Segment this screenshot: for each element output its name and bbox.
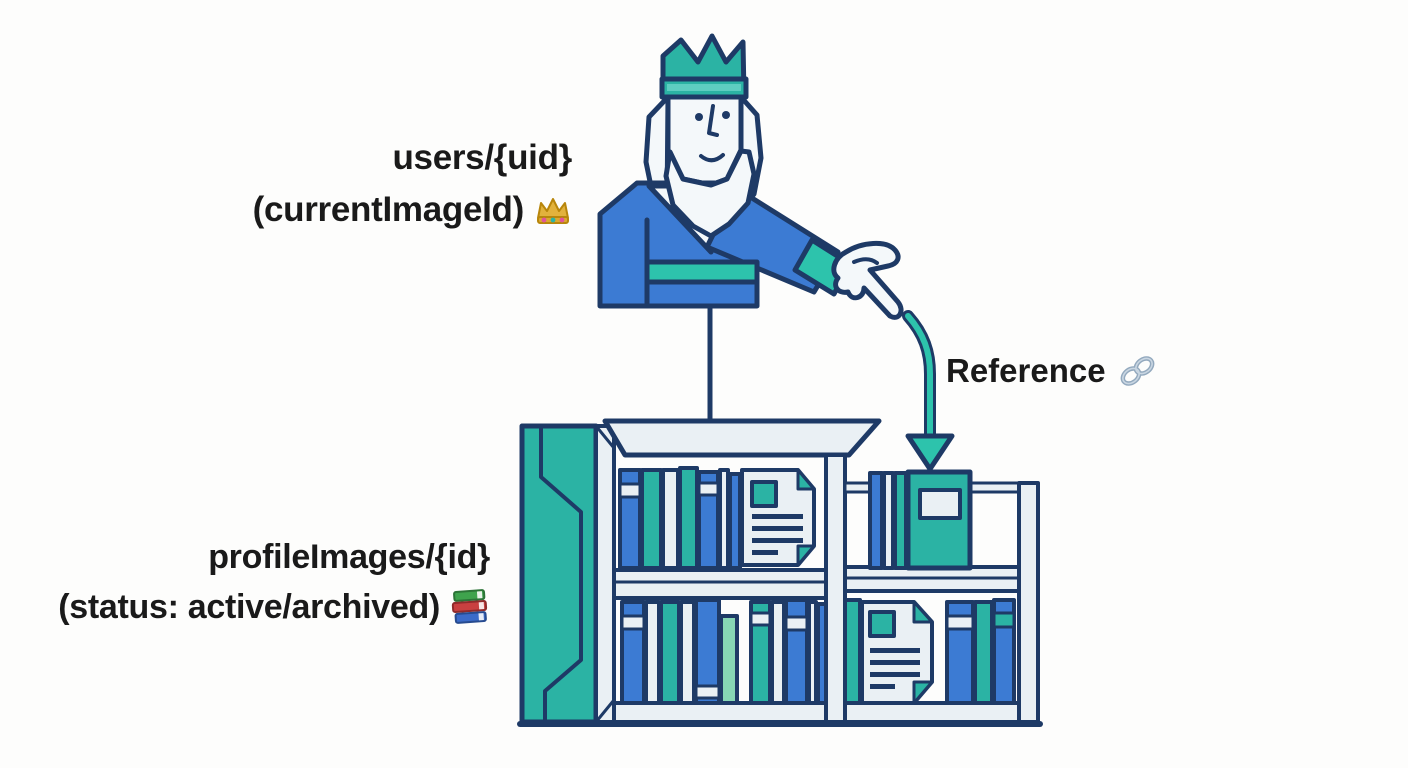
- king-belt: [644, 259, 760, 285]
- book-label-band: [945, 614, 975, 631]
- shelf-bottom-right: [843, 701, 1021, 724]
- reference-arrow: [902, 310, 955, 472]
- reference-text: Reference: [946, 352, 1106, 389]
- king-illustration: [597, 33, 904, 320]
- arrowhead: [905, 433, 955, 472]
- shelf-panel-chevron: [539, 424, 583, 724]
- book-spine: [784, 598, 809, 705]
- book-row-top-right: [868, 469, 973, 571]
- book-spine: [679, 600, 696, 705]
- document-icon: [740, 468, 816, 567]
- shelf-edge-bevels: [594, 424, 616, 724]
- king-eye-left: [695, 113, 703, 121]
- shelf-top-lid: [602, 418, 882, 458]
- document-thumbnail: [868, 610, 896, 638]
- book-label-band: [620, 614, 646, 631]
- book-spine: [770, 600, 786, 705]
- king-nose: [707, 104, 719, 137]
- book-spine: [659, 600, 681, 705]
- profile-images-path-text: profileImages/{id}: [208, 538, 490, 576]
- pointing-hand-icon: [831, 241, 904, 320]
- document-icon: [860, 600, 934, 705]
- book-spine: [868, 471, 884, 570]
- book-spine: [718, 468, 730, 570]
- book-spine: [640, 468, 663, 570]
- users-path-text: users/{uid}: [392, 138, 572, 177]
- profile-images-field-text: (status: active/archived): [58, 588, 440, 627]
- books-emoji-icon: [451, 589, 488, 625]
- book-spine: [807, 600, 818, 705]
- book-spine: [728, 472, 742, 570]
- king-crown-icon: [659, 33, 749, 100]
- book-spine: [719, 614, 739, 705]
- book-label-band: [618, 482, 642, 499]
- shelf-edge-strip: [594, 424, 616, 724]
- book-label-band: [697, 481, 720, 497]
- users-node-label: users/{uid} (currentImageId): [252, 132, 573, 236]
- reference-label: Reference: [946, 352, 1158, 390]
- shelf-bottom-left: [612, 701, 828, 724]
- book-spine: [678, 466, 699, 570]
- shelf-board-left: [612, 568, 828, 600]
- book-row-bottom-left: [620, 598, 828, 705]
- referenced-book-label: [918, 488, 962, 520]
- book-label-band: [784, 615, 809, 632]
- book-spine: [661, 468, 680, 570]
- king-eye-right: [722, 111, 730, 119]
- book-row-bottom-right: [843, 598, 1016, 705]
- book-spine: [893, 471, 908, 570]
- shelf-divider: [824, 453, 847, 724]
- book-spine: [816, 602, 828, 705]
- book-label-band: [992, 611, 1016, 629]
- book-spine: [843, 598, 862, 705]
- book-spine: [644, 600, 661, 705]
- crown-emoji-icon: [537, 197, 569, 224]
- king-mouth: [699, 153, 725, 163]
- book-row-top-left: [618, 466, 742, 570]
- book-spine: [882, 471, 895, 570]
- book-label-band: [749, 611, 772, 627]
- users-field-text: (currentImageId): [252, 189, 525, 229]
- bookshelf-illustration: [517, 418, 1043, 727]
- link-emoji-icon: [1120, 356, 1154, 386]
- shelf-right-panel: [1017, 481, 1040, 724]
- book-label-band: [694, 684, 721, 700]
- document-thumbnail: [750, 480, 778, 508]
- king-beard: [663, 148, 757, 239]
- profile-images-node-label: profileImages/{id} (status: active/archi…: [58, 532, 490, 633]
- book-spine: [973, 600, 994, 705]
